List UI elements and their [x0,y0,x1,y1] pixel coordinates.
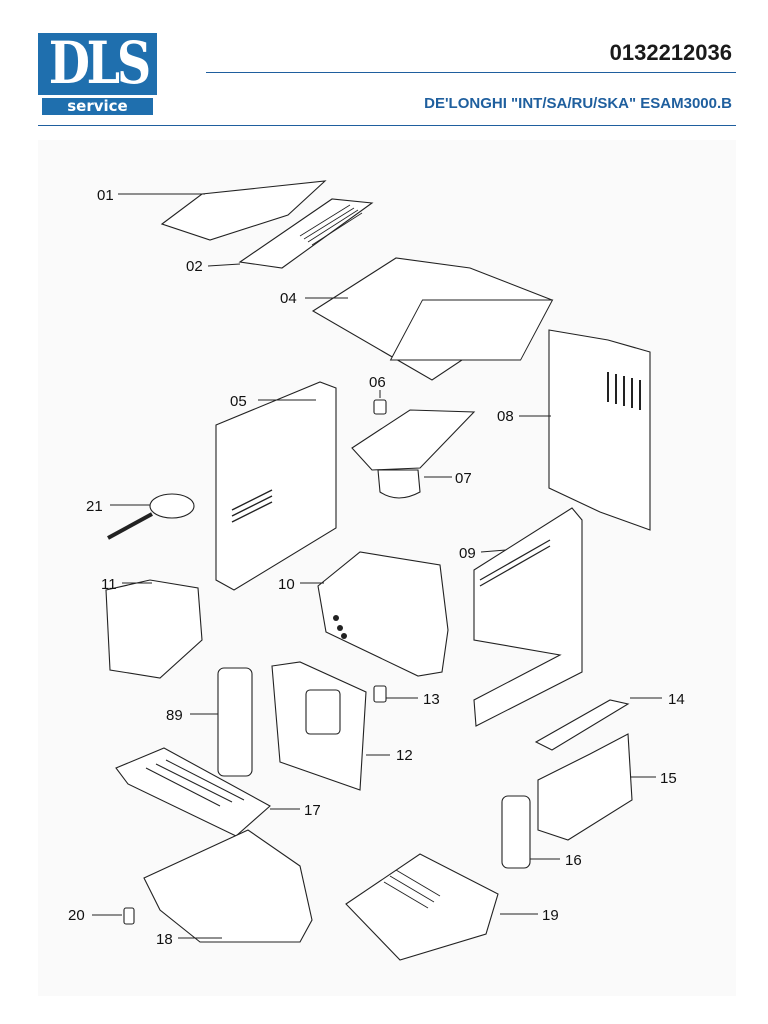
callout-19: 19 [542,907,559,924]
callout-16: 16 [565,852,582,869]
part-06-knob [373,390,387,415]
part-17-drip-grid [115,747,300,837]
part-12-brew-unit-cover [271,661,390,791]
part-13-clip [373,685,418,703]
part-19-chassis [345,853,538,961]
callout-89: 89 [166,707,183,724]
logo-service-text: service [42,98,153,115]
callout-05: 05 [230,393,247,410]
callout-06: 06 [369,374,386,391]
part-08-side-panel-right [519,329,651,531]
part-89-front-door [190,667,253,777]
part-09-rear-panel [473,507,583,727]
callout-11: 11 [101,576,117,593]
header-divider [206,72,736,73]
part-07-coffee-funnel [351,409,476,499]
part-number: 0132212036 [609,40,732,65]
callout-18: 18 [156,931,173,948]
header-bottom-rule [38,125,736,126]
part-01-top-cover [118,180,327,241]
callout-01: 01 [97,187,114,204]
callout-12: 12 [396,747,413,764]
dls-service-logo: DLS service [38,33,157,117]
callout-14: 14 [668,691,685,708]
part-11-water-tank [105,579,203,679]
model-title: DE'LONGHI "INT/SA/RU/SKA" ESAM3000.B [424,95,732,112]
callout-21: 21 [86,498,103,515]
callout-10: 10 [278,576,295,593]
part-05-side-panel-left [215,381,337,591]
part-14-drip-rail [534,697,662,751]
callout-15: 15 [660,770,677,787]
part-16-side-strip [501,795,560,869]
callout-08: 08 [497,408,514,425]
callout-04: 04 [280,290,297,307]
part-21-measuring-scoop [107,493,195,540]
callout-09: 09 [459,545,476,562]
callout-17: 17 [304,802,321,819]
callout-13: 13 [423,691,440,708]
part-02-cup-grid [207,198,374,269]
callout-labels: 01 02 04 05 06 07 08 09 10 11 12 13 14 1… [68,187,685,948]
callout-20: 20 [68,907,85,924]
callout-02: 02 [186,258,203,275]
part-04-top-panel [305,257,554,381]
callout-07: 07 [455,470,472,487]
part-10-control-panel [300,551,449,677]
part-18-drip-tray-base [143,829,313,943]
part-15-coffee-grounds-container [537,733,656,841]
logo-dls-text: DLS [48,29,151,97]
part-20-foot [92,907,135,925]
